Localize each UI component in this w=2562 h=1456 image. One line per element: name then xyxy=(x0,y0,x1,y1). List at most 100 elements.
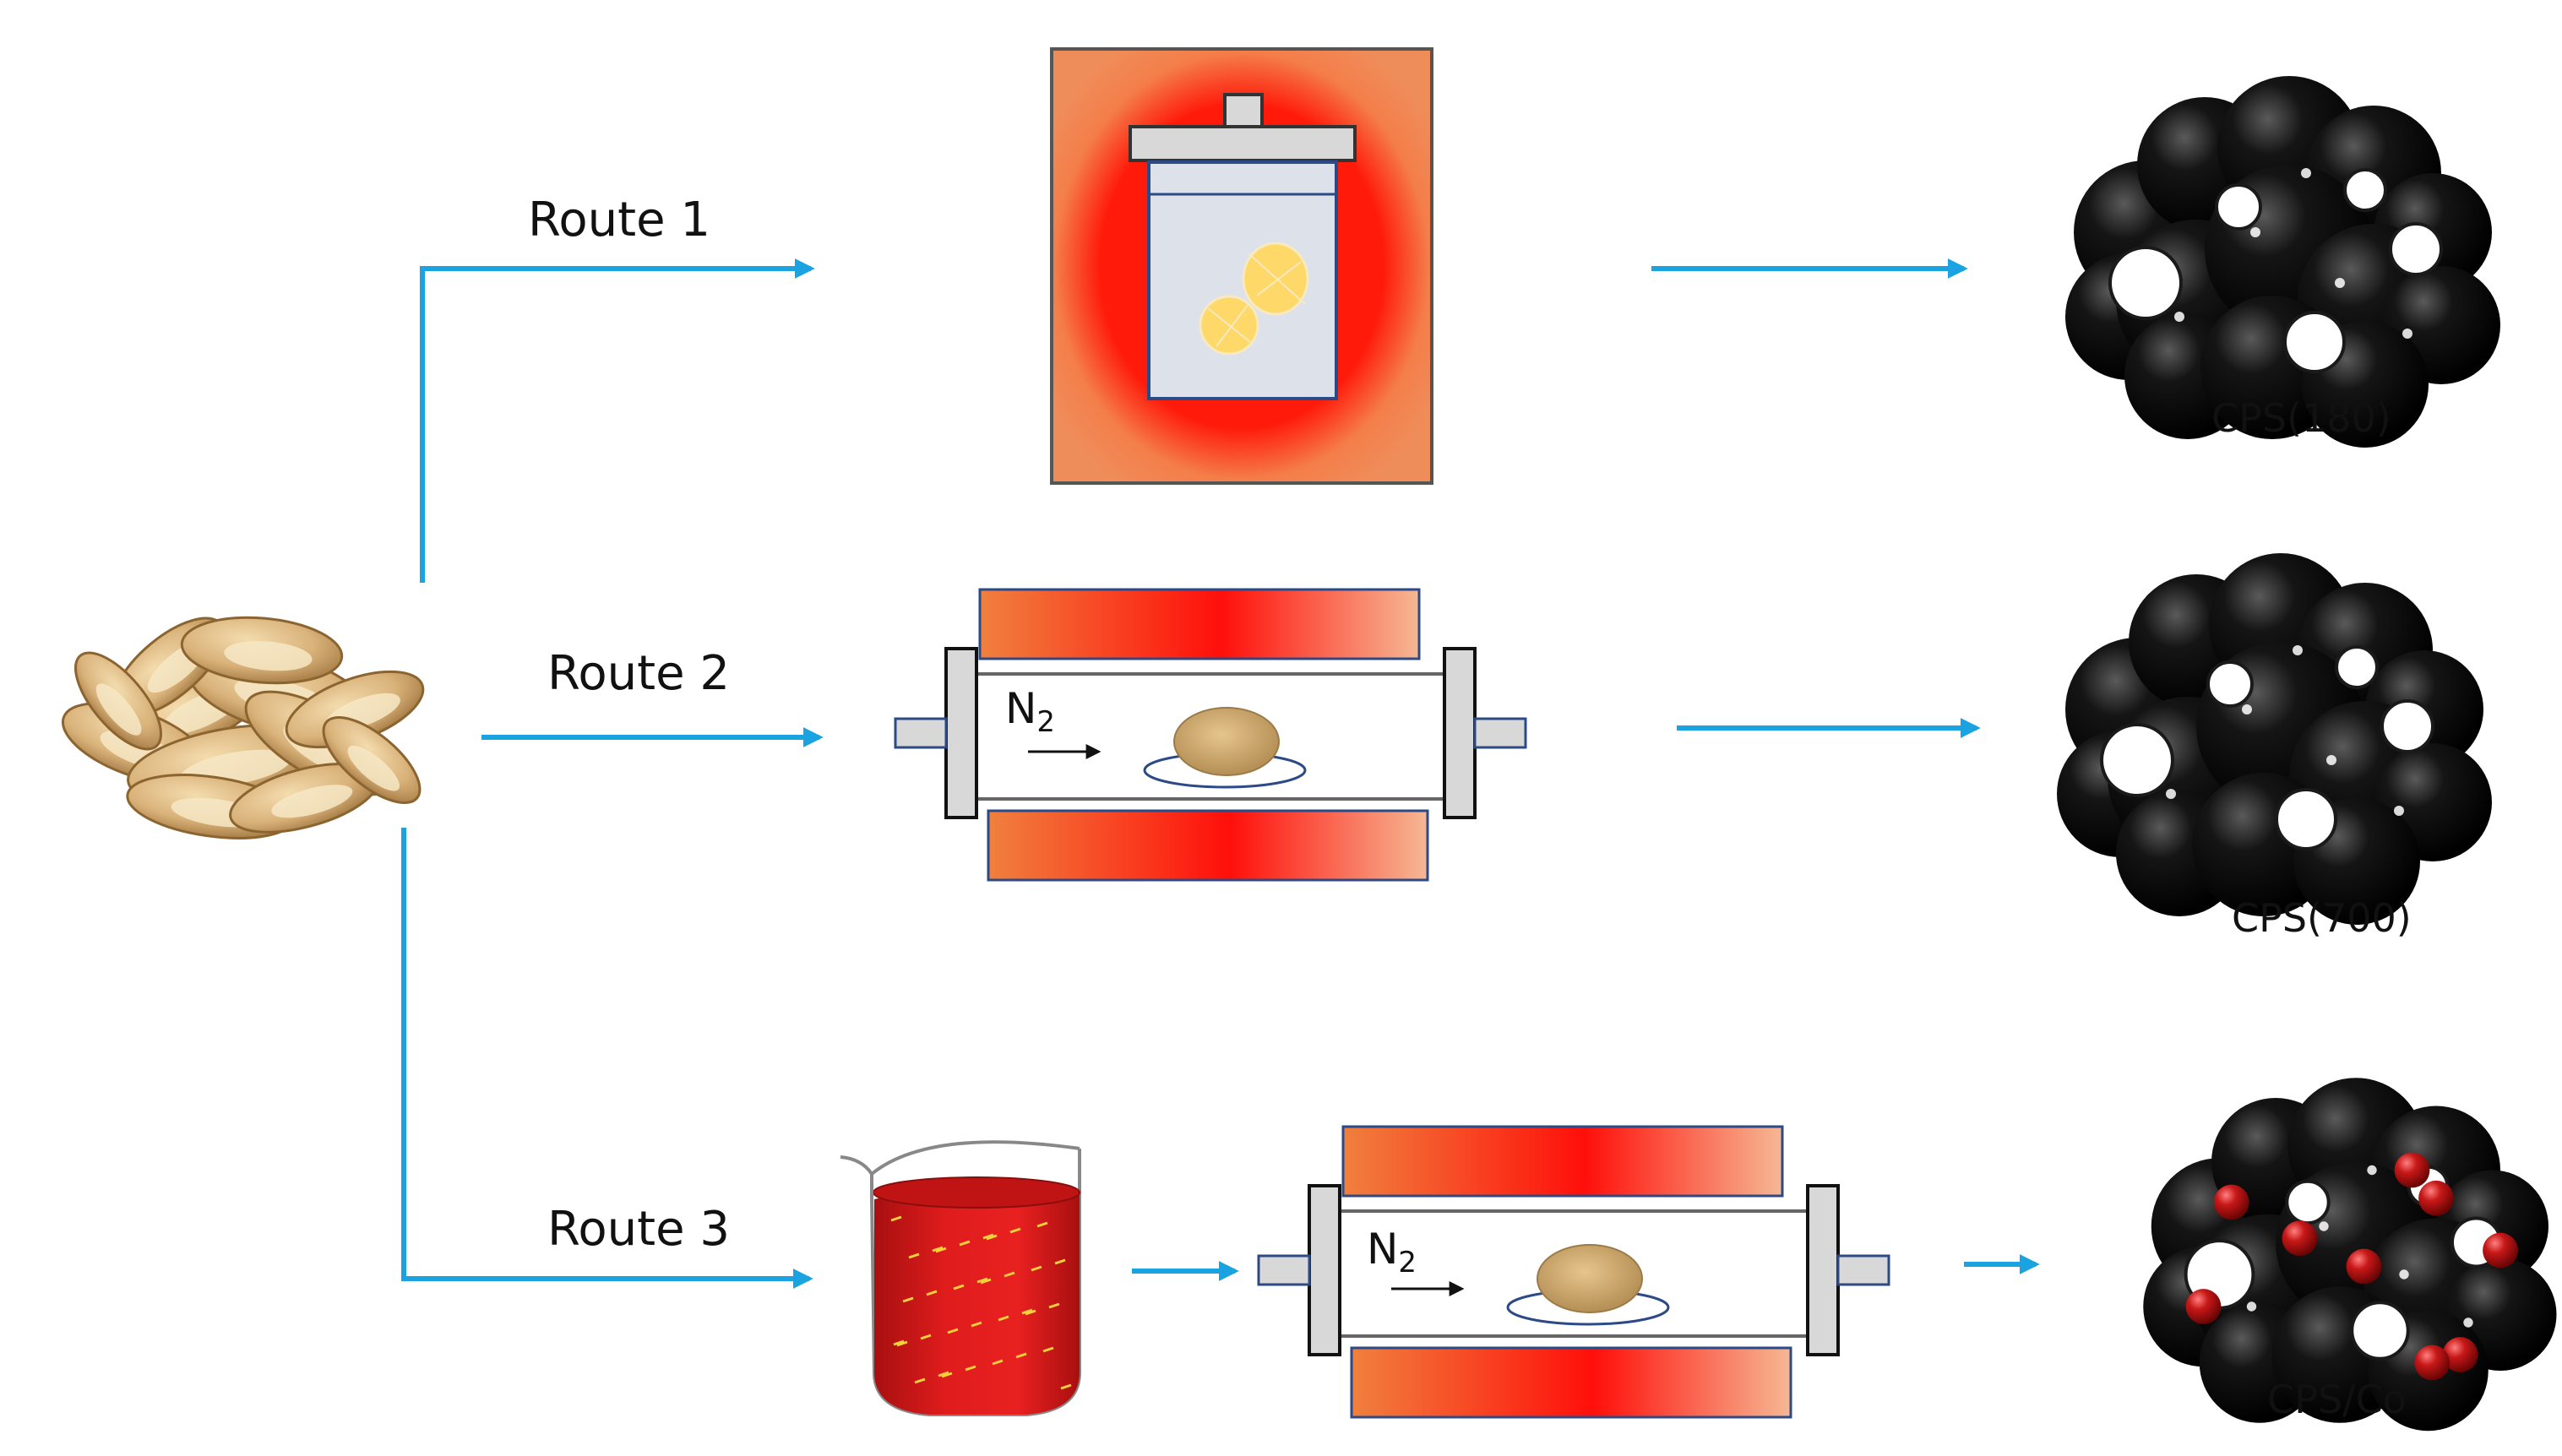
pore xyxy=(2108,246,2183,320)
highlight xyxy=(2367,1165,2377,1176)
particle xyxy=(938,1371,949,1377)
solution-surface xyxy=(873,1176,1080,1209)
particle xyxy=(1060,1383,1072,1390)
highlight xyxy=(2335,278,2345,288)
particle xyxy=(1009,1227,1021,1234)
flange-left xyxy=(1308,1184,1341,1356)
porous-carbon-icon xyxy=(2065,76,2500,448)
outlet xyxy=(1473,717,1527,749)
particle xyxy=(1031,1265,1042,1272)
highlight xyxy=(2326,755,2336,765)
arrow-icon xyxy=(420,258,815,583)
particle xyxy=(935,1247,947,1253)
product-2-label: CPS(700) xyxy=(2232,895,2412,941)
cobalt-particle xyxy=(2418,1180,2454,1216)
pore xyxy=(2343,168,2387,212)
particle xyxy=(926,1290,938,1296)
gas-subscript: 2 xyxy=(1036,705,1056,739)
particle xyxy=(896,1340,908,1347)
particle xyxy=(1025,1309,1036,1316)
gas-subscript: 2 xyxy=(1398,1246,1417,1279)
sample-powder xyxy=(1173,707,1280,776)
highlight xyxy=(2394,806,2404,816)
arrow-icon xyxy=(401,828,813,1289)
route-2-label: Route 2 xyxy=(547,646,730,701)
particle xyxy=(1054,1258,1066,1265)
peanut-top xyxy=(1242,242,1309,316)
inlet xyxy=(894,717,948,749)
outlet xyxy=(1836,1254,1890,1286)
peanut-mesh xyxy=(1216,303,1249,347)
pore xyxy=(2283,311,2346,373)
particle xyxy=(920,1334,932,1340)
gas-symbol: N xyxy=(1005,684,1037,733)
pore xyxy=(2275,788,2337,850)
pore xyxy=(2350,1301,2410,1361)
porous-carbon-icon xyxy=(2057,553,2492,925)
shell-inner xyxy=(347,745,400,791)
particle xyxy=(992,1359,1004,1366)
particle xyxy=(893,1339,905,1346)
cobalt-particle xyxy=(2442,1337,2478,1372)
particle xyxy=(914,1377,926,1384)
highlight xyxy=(2242,704,2252,714)
inlet xyxy=(1257,1254,1311,1286)
shell-inner xyxy=(224,641,313,671)
particle xyxy=(1021,1308,1033,1315)
particle xyxy=(998,1315,1009,1322)
highlight xyxy=(2293,645,2303,655)
highlight xyxy=(2166,789,2176,799)
particle xyxy=(1048,1302,1060,1309)
highlight xyxy=(2319,1221,2329,1231)
particle xyxy=(986,1234,998,1241)
particle xyxy=(1036,1221,1048,1228)
particle xyxy=(1042,1346,1054,1353)
porous-carbon-icon xyxy=(2143,1078,2557,1432)
particle xyxy=(1015,1352,1027,1359)
pore xyxy=(2215,183,2262,231)
tube-furnace-icon xyxy=(1257,1125,1890,1419)
highlight xyxy=(2246,1301,2257,1312)
sample-powder xyxy=(1537,1244,1643,1313)
particle xyxy=(908,1252,920,1259)
autoclave-icon xyxy=(1050,47,1433,485)
particle xyxy=(941,1372,953,1378)
cobalt-particle xyxy=(2213,1184,2249,1220)
highlight xyxy=(2301,168,2311,178)
highlight xyxy=(2399,1269,2409,1279)
particle xyxy=(947,1328,959,1334)
cobalt-particle xyxy=(2185,1289,2222,1324)
beaker-spout xyxy=(840,1140,1080,1195)
particle xyxy=(959,1240,971,1247)
lid xyxy=(1129,125,1357,162)
peanut-mesh xyxy=(1248,253,1306,305)
highlight xyxy=(2402,329,2412,339)
particle xyxy=(932,1246,944,1252)
cobalt-particle xyxy=(2346,1248,2382,1285)
cobalt-particle xyxy=(2282,1220,2318,1257)
particle xyxy=(982,1233,994,1240)
pore xyxy=(2100,723,2174,797)
highlight xyxy=(2250,227,2260,237)
product-1-label: CPS(180) xyxy=(2211,395,2391,441)
particle xyxy=(971,1321,982,1328)
gas-label: N2 xyxy=(1367,1225,1417,1279)
route-1-label: Route 1 xyxy=(528,193,710,247)
flange-left xyxy=(944,647,978,819)
heater-top xyxy=(1341,1125,1784,1198)
flange-right xyxy=(1806,1184,1840,1356)
flow-arrows xyxy=(401,258,2040,1289)
particle xyxy=(980,1278,992,1285)
heater-top xyxy=(978,588,1421,660)
pore xyxy=(2389,222,2443,276)
product-3-label: CPS/Co xyxy=(2267,1377,2407,1422)
route-3-label: Route 3 xyxy=(547,1202,730,1257)
highlight xyxy=(2174,312,2184,322)
particle xyxy=(1004,1271,1015,1278)
shell-inner xyxy=(271,785,353,818)
cobalt-particle xyxy=(2394,1152,2430,1188)
pore xyxy=(2206,660,2254,708)
particle xyxy=(902,1296,914,1303)
